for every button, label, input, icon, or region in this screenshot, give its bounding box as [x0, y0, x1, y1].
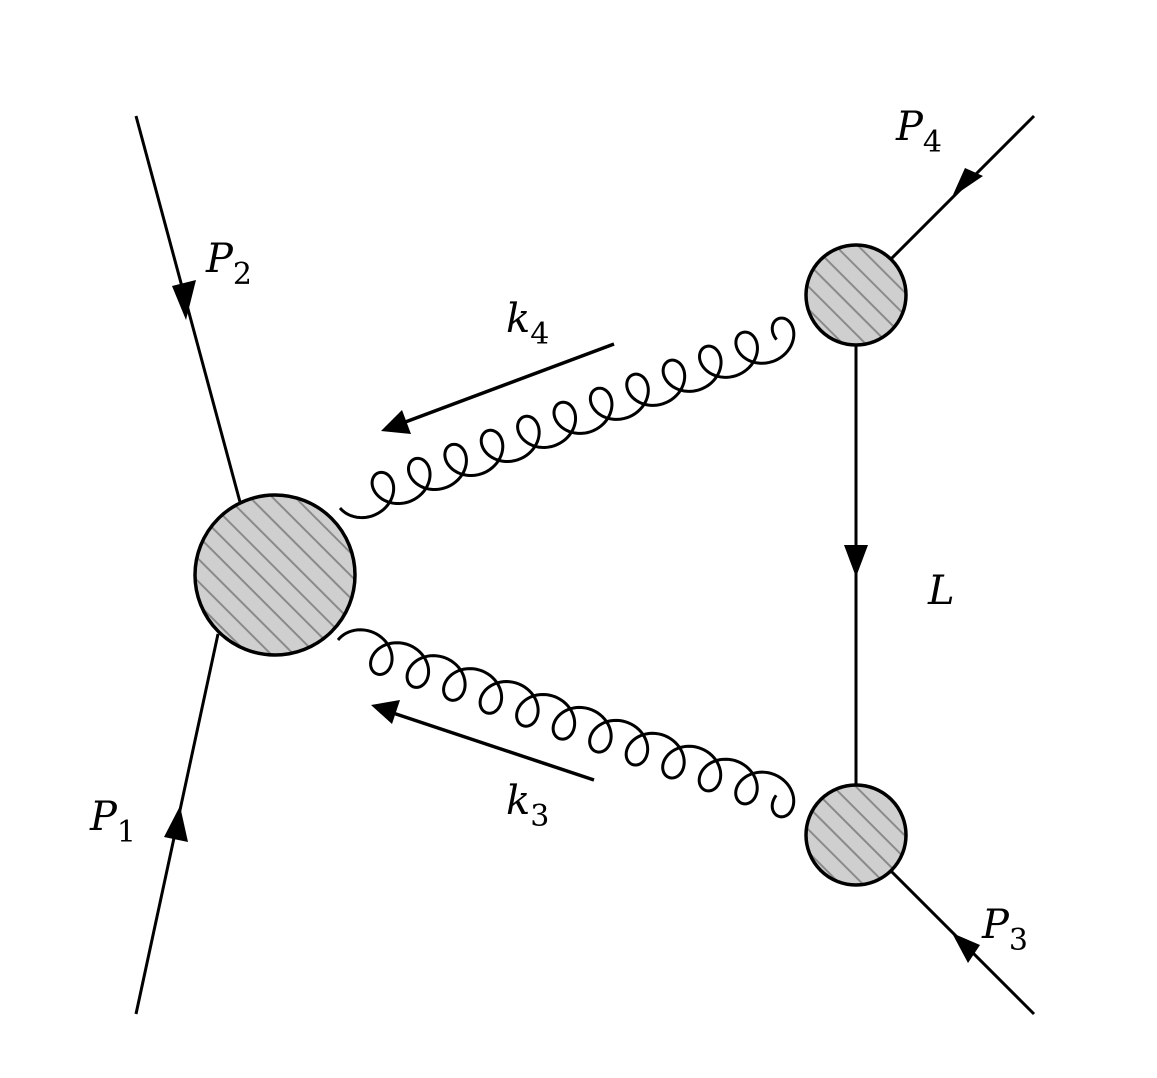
- label-p3: P3: [981, 902, 1028, 958]
- gluon-group: [336, 316, 796, 819]
- arrowhead-p3: [952, 933, 980, 963]
- arrowhead-l: [844, 545, 868, 577]
- momentum-arrow-k4: [399, 342, 615, 426]
- label-p1: P1: [89, 794, 136, 850]
- label-internal-l: L: [927, 568, 955, 614]
- momentum-arrow-k3: [389, 710, 595, 782]
- label-p2: P2: [205, 236, 252, 292]
- blob-bottom-right: [804, 783, 908, 887]
- gluon-k3: [336, 628, 796, 819]
- label-k3: k3: [506, 778, 549, 834]
- arrowhead-p2: [172, 280, 196, 320]
- momentum-arrowhead-k3: [371, 700, 400, 724]
- arrowhead-p4: [952, 168, 983, 197]
- blob-central: [193, 493, 357, 657]
- arrowhead-p1: [164, 806, 188, 842]
- label-k4: k4: [506, 296, 549, 352]
- momentum-arrowhead-k4: [381, 410, 411, 434]
- blob-top-right: [804, 243, 908, 347]
- label-p4: P4: [895, 104, 942, 160]
- gluon-k4: [338, 316, 796, 520]
